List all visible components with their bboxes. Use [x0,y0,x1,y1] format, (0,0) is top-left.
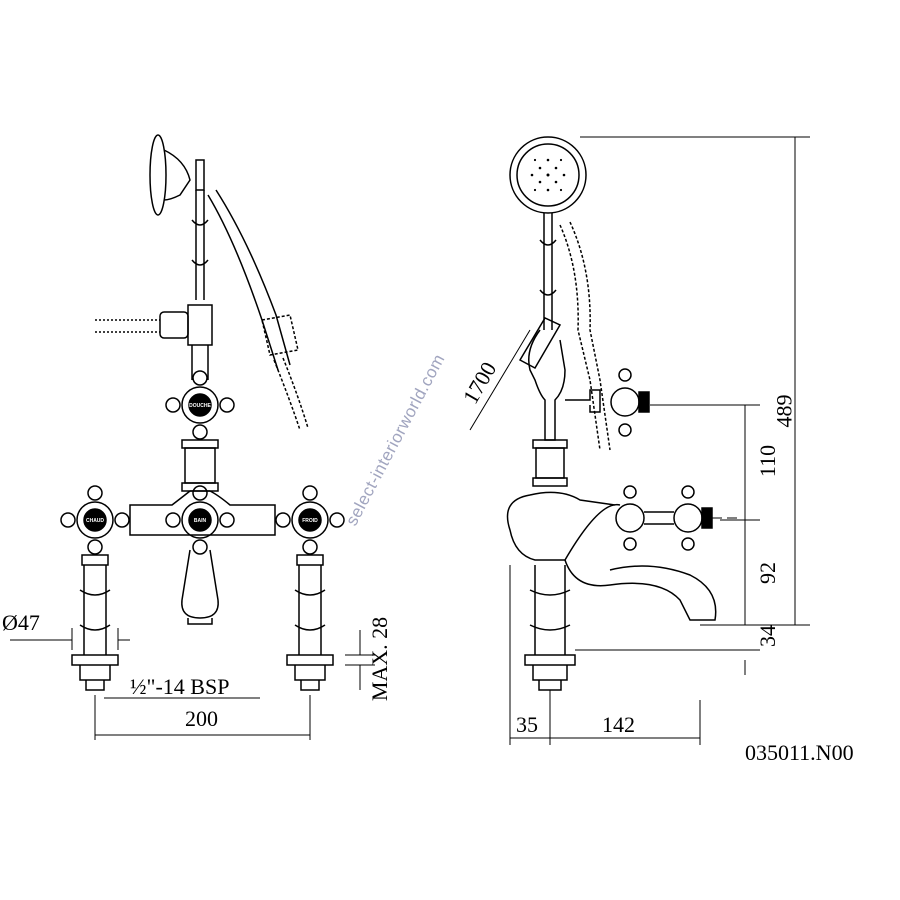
spout-front [181,549,219,625]
dim-142: 142 [602,712,635,737]
side-leg [524,565,576,691]
dim-max-thickness: MAX. 28 [367,616,393,702]
right-leg [286,554,334,691]
bath-handle: BAIN [165,485,235,555]
dim-110: 110 [755,444,781,478]
side-diverter-handle [565,368,650,437]
side-body [506,491,621,561]
inlet-hose [95,319,160,333]
dim-diameter: Ø47 [2,610,40,635]
dim-34: 34 [755,625,780,647]
side-view [469,136,810,745]
side-handles [615,485,713,551]
hand-shower-face [509,136,587,214]
diverter-handle: DOUCHE [165,370,235,440]
front-view: DOUCHE CHAUD BAIN FROID [10,134,375,740]
label-bain: BAIN [194,518,207,524]
product-code: 035011.N00 [745,740,854,765]
dim-thread: ½"-14 BSP [130,674,230,699]
dim-92: 92 [755,562,780,584]
shower-rod [191,190,209,300]
dim-lines-front [10,628,375,740]
cold-handle: FROID [275,485,345,555]
mixer-body [129,490,276,536]
left-leg [71,554,119,691]
hot-handle: CHAUD [60,485,130,555]
label-chaud: CHAUD [86,518,104,524]
dim-total-height: 489 [771,394,797,428]
side-spout [564,559,717,621]
shower-hose-to-handset [207,189,291,371]
hose-clip [518,317,562,370]
label-douche: DOUCHE [189,403,211,409]
dim-35: 35 [516,712,538,737]
dim-lines-side [469,136,810,745]
dim-width: 200 [185,706,218,731]
label-froid: FROID [302,518,318,524]
hand-shower-side [149,134,205,216]
